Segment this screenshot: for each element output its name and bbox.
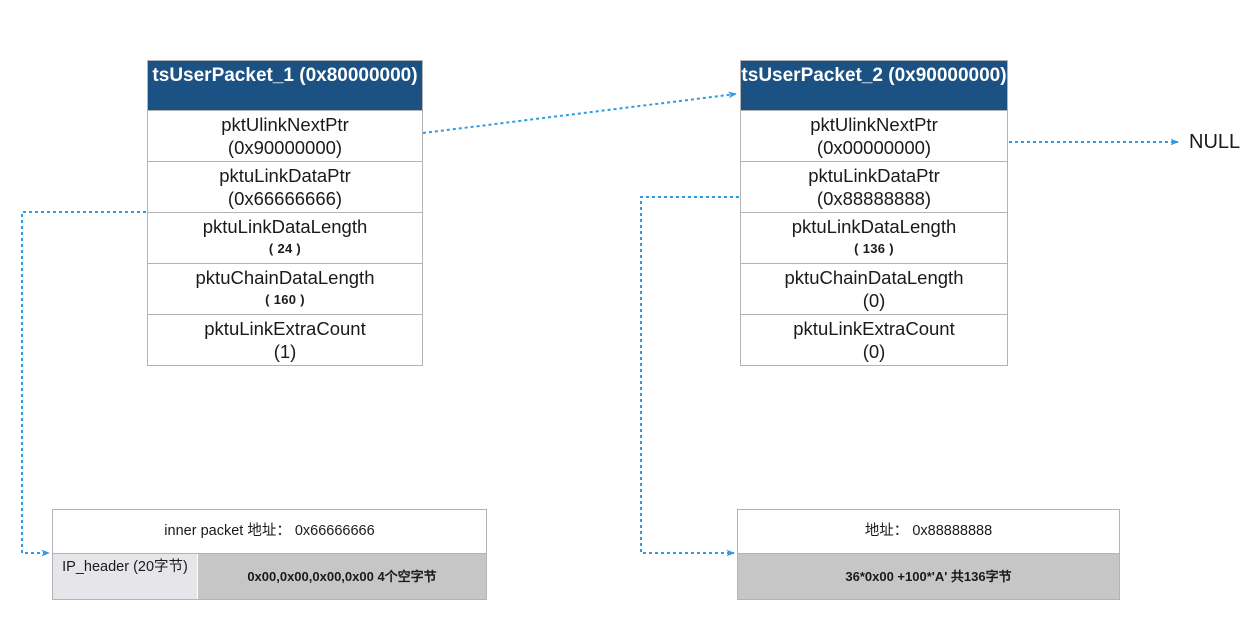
field-label: pktuLinkDataPtr bbox=[808, 165, 940, 186]
field-value: (0x88888888) bbox=[816, 188, 932, 209]
packet-2-field-chaindatalength: pktuChainDataLength (0) bbox=[741, 264, 1007, 315]
field-label: pktuLinkDataLength bbox=[202, 216, 368, 237]
packet-1-field-extracount: pktuLinkExtraCount (1) bbox=[148, 315, 422, 366]
null-label: NULL bbox=[1189, 131, 1241, 153]
packet-1-address: (0x80000000) bbox=[299, 65, 418, 86]
packet-struct-1: tsUserPacket_1 (0x80000000) pktUlinkNext… bbox=[147, 60, 423, 366]
memory-buffer-right: 地址： 0x88888888 36*0x00 +100*'A' 共136字节 bbox=[737, 509, 1120, 600]
packet-2-field-dataptr: pktuLinkDataPtr (0x88888888) bbox=[741, 162, 1007, 213]
buffer-left-title: inner packet 地址： 0x66666666 bbox=[53, 510, 486, 554]
packet-1-field-nextptr: pktUlinkNextPtr (0x90000000) bbox=[148, 111, 422, 162]
field-label: pktuChainDataLength bbox=[784, 267, 964, 288]
link-packet1-dataptr-to-left-buffer bbox=[21, 211, 146, 557]
packet-2-field-datalength: pktuLinkDataLength ( 136 ) bbox=[741, 213, 1007, 264]
buffer-left-body: IP_header (20字节) 0x00,0x00,0x00,0x00 4个空… bbox=[53, 554, 486, 599]
field-value: (0x90000000) bbox=[227, 137, 343, 158]
field-value: (0) bbox=[862, 341, 886, 362]
packet-1-field-chaindatalength: pktuChainDataLength ( 160 ) bbox=[148, 264, 422, 315]
ip-header-label: IP_header bbox=[62, 559, 130, 575]
buffer-left-ip-header-cell: IP_header (20字节) bbox=[53, 554, 198, 599]
link-packet2-dataptr-to-right-buffer bbox=[640, 196, 739, 557]
field-label: pktuChainDataLength bbox=[195, 267, 375, 288]
buffer-right-title: 地址： 0x88888888 bbox=[738, 510, 1119, 554]
field-value: (0) bbox=[862, 290, 886, 311]
memory-buffer-left: inner packet 地址： 0x66666666 IP_header (2… bbox=[52, 509, 487, 600]
ip-header-size: (20字节) bbox=[133, 559, 188, 575]
field-value: ( 24 ) bbox=[268, 241, 302, 256]
packet-1-name: tsUserPacket_1 bbox=[152, 65, 294, 86]
buffer-right-body: 36*0x00 +100*'A' 共136字节 bbox=[738, 554, 1119, 599]
packet-1-field-datalength: pktuLinkDataLength ( 24 ) bbox=[148, 213, 422, 264]
packet-2-field-extracount: pktuLinkExtraCount (0) bbox=[741, 315, 1007, 366]
field-value: (0x66666666) bbox=[227, 188, 343, 209]
packet-struct-2: tsUserPacket_2 (0x90000000) pktUlinkNext… bbox=[740, 60, 1008, 366]
buffer-right-payload: 36*0x00 +100*'A' 共136字节 bbox=[738, 554, 1119, 599]
link-packet1-next-to-packet2 bbox=[422, 91, 737, 134]
field-value: ( 160 ) bbox=[265, 292, 305, 307]
field-value: ( 136 ) bbox=[854, 241, 894, 256]
field-value: (1) bbox=[273, 341, 297, 362]
packet-2-field-nextptr: pktUlinkNextPtr (0x00000000) bbox=[741, 111, 1007, 162]
field-label: pktuLinkExtraCount bbox=[793, 318, 955, 339]
field-label: pktuLinkDataLength bbox=[791, 216, 957, 237]
field-label: pktUlinkNextPtr bbox=[221, 114, 349, 135]
field-label: pktUlinkNextPtr bbox=[810, 114, 938, 135]
packet-1-header: tsUserPacket_1 (0x80000000) bbox=[148, 61, 422, 111]
field-label: pktuLinkExtraCount bbox=[204, 318, 366, 339]
packet-2-header: tsUserPacket_2 (0x90000000) bbox=[741, 61, 1007, 111]
field-label: pktuLinkDataPtr bbox=[219, 165, 351, 186]
packet-2-name: tsUserPacket_2 bbox=[741, 65, 883, 86]
packet-2-address: (0x90000000) bbox=[888, 65, 1007, 86]
field-value: (0x00000000) bbox=[816, 137, 932, 158]
buffer-left-payload: 0x00,0x00,0x00,0x00 4个空字节 bbox=[198, 554, 486, 599]
packet-1-field-dataptr: pktuLinkDataPtr (0x66666666) bbox=[148, 162, 422, 213]
